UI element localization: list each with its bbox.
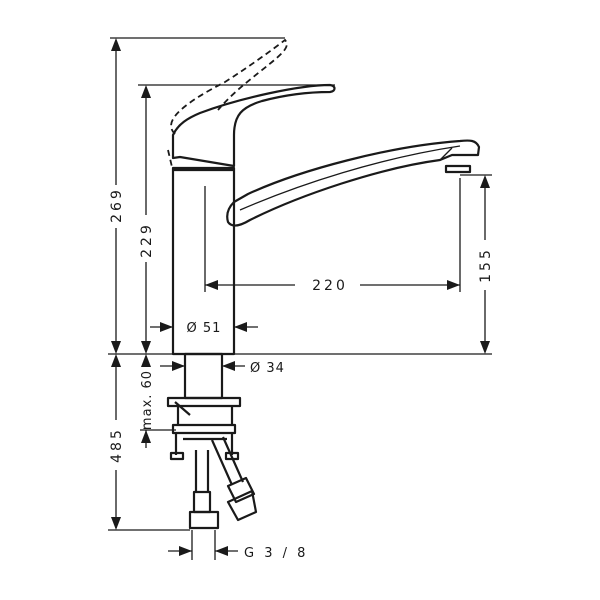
lever-open-position xyxy=(170,38,288,135)
dimension-spout-height: 155 xyxy=(460,174,494,354)
hose-straight xyxy=(194,450,210,492)
dimension-body-diameter: Ø 51 xyxy=(150,321,258,336)
dimension-spout-reach: 220 xyxy=(204,178,461,294)
label-269: 269 xyxy=(109,187,125,223)
label-diameter-51: Ø 51 xyxy=(187,321,222,336)
label-max-60: max. 60 xyxy=(140,370,155,430)
hose-connector-straight xyxy=(188,510,220,530)
lever-open-position-base xyxy=(167,149,173,168)
aerator xyxy=(444,164,472,174)
hose-angled xyxy=(210,436,245,486)
label-220: 220 xyxy=(312,278,348,294)
dimension-total-height: 269 xyxy=(109,37,285,354)
label-485: 485 xyxy=(109,427,125,463)
label-155: 155 xyxy=(478,247,494,283)
dimension-lever-height: 229 xyxy=(138,84,335,354)
mounting-plate xyxy=(166,396,242,408)
dimension-connection-thread: G 3 / 8 xyxy=(168,530,308,561)
spout xyxy=(226,139,481,227)
dimension-hose-length: 485 xyxy=(108,354,190,531)
label-g3-8: G 3 / 8 xyxy=(244,546,308,561)
hose-connector-angled xyxy=(226,489,258,522)
label-diameter-34: Ø 34 xyxy=(250,361,285,376)
label-229: 229 xyxy=(139,222,155,258)
lever-handle xyxy=(171,83,336,168)
dimension-shank-diameter: Ø 34 xyxy=(160,361,285,376)
threaded-shank xyxy=(183,352,224,400)
dimension-max-deck: max. 60 xyxy=(140,354,176,448)
mounting-nut xyxy=(171,423,237,435)
